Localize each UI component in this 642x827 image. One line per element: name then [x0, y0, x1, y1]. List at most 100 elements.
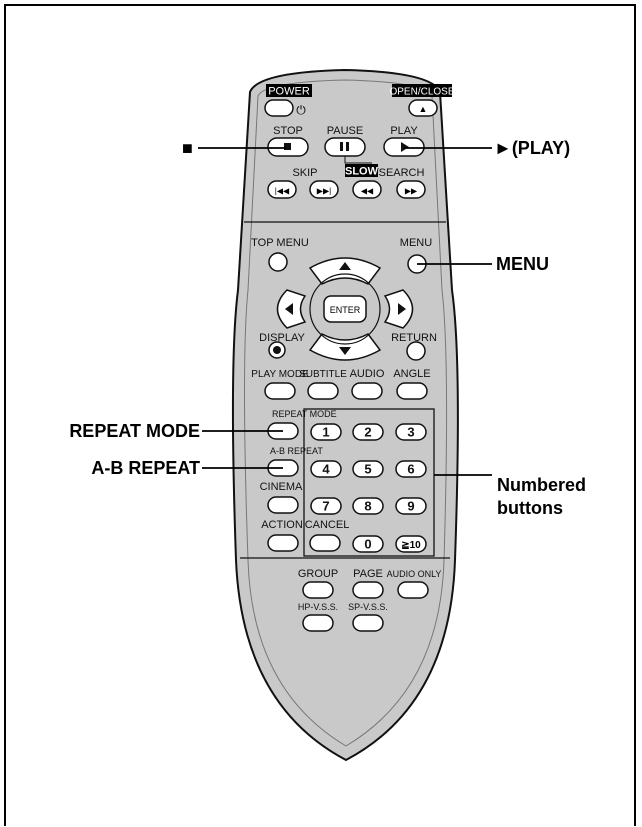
digit-1-button[interactable]: [310, 423, 342, 441]
sp-vss-label: SP-V.S.S.: [348, 602, 388, 612]
search-back-button[interactable]: [352, 180, 382, 199]
skip-label: SKIP: [292, 167, 317, 179]
open-close-label: OPEN/CLOSE: [389, 87, 454, 98]
digit-2-label: 2: [364, 425, 371, 440]
remote-inner-panel: [244, 79, 448, 747]
skip-forward-button[interactable]: [309, 180, 339, 199]
stop-label: STOP: [273, 125, 303, 137]
skip-back-button[interactable]: [267, 180, 297, 199]
digit-6-label: 6: [407, 462, 414, 477]
stop-callout: ■: [182, 138, 193, 158]
menu-label: MENU: [400, 237, 432, 249]
power-button[interactable]: [264, 99, 294, 117]
top-menu-label: TOP MENU: [251, 237, 309, 249]
ab-repeat-callout: A-B REPEAT: [91, 458, 200, 478]
power-label-bg: [266, 84, 312, 97]
pause-button[interactable]: [324, 137, 366, 157]
digit-5-label: 5: [364, 462, 371, 477]
cinema-button[interactable]: [267, 496, 299, 514]
digit-3-label: 3: [407, 425, 414, 440]
play-mode-button[interactable]: [264, 382, 296, 400]
dpad-up-button[interactable]: [308, 257, 382, 285]
digit-8-button[interactable]: [352, 497, 384, 515]
page-button[interactable]: [352, 581, 384, 599]
page-frame: [4, 4, 636, 826]
power-label: POWER: [268, 86, 310, 98]
cancel-button[interactable]: [309, 534, 341, 552]
dpad-ring: [309, 273, 381, 345]
pause-icon: [340, 142, 343, 151]
digit-2-button[interactable]: [352, 423, 384, 441]
digit-4-label: 4: [322, 462, 330, 477]
return-button[interactable]: [406, 341, 426, 361]
arrow-down-icon: [339, 347, 351, 355]
digit-8-label: 8: [364, 499, 371, 514]
slow-label: SLOW: [345, 166, 379, 178]
arrow-up-icon: [339, 262, 351, 270]
audio-only-label: AUDIO ONLY: [387, 569, 442, 579]
numbered-callout-line1: Numbered: [497, 475, 586, 495]
angle-label: ANGLE: [393, 368, 430, 380]
hp-vss-button[interactable]: [302, 614, 334, 632]
action-button[interactable]: [267, 534, 299, 552]
search-label: /SEARCH: [376, 167, 425, 179]
slow-label-bg: [345, 164, 378, 177]
digit-3-button[interactable]: [395, 423, 427, 441]
digit-0-label: 0: [364, 537, 371, 552]
digit-9-button[interactable]: [395, 497, 427, 515]
action-label: ACTION: [261, 519, 303, 531]
rewind-icon: ◀◀: [361, 187, 374, 196]
open-close-button[interactable]: [408, 99, 438, 117]
subtitle-label: SUBTITLE: [299, 369, 347, 380]
digit-5-button[interactable]: [352, 460, 384, 478]
group-button[interactable]: [302, 581, 334, 599]
arrow-left-icon: [285, 303, 293, 315]
play-mode-label: PLAY MODE: [251, 369, 309, 380]
repeat-mode-callout: REPEAT MODE: [69, 421, 200, 441]
play-label: PLAY: [390, 125, 418, 137]
audio-only-button[interactable]: [397, 581, 429, 599]
digit-0-button[interactable]: [352, 535, 384, 553]
digit-1-label: 1: [322, 425, 329, 440]
skip-forward-icon: ▶▶|: [317, 187, 331, 196]
return-label: RETURN: [391, 332, 437, 344]
digit-10-plus-button[interactable]: [395, 535, 427, 553]
ab-repeat-label: A-B REPEAT: [270, 446, 323, 456]
enter-button[interactable]: [323, 295, 367, 323]
display-dot-icon: [273, 346, 281, 354]
digit-9-label: 9: [407, 499, 414, 514]
group-label: GROUP: [298, 568, 338, 580]
sp-vss-button[interactable]: [352, 614, 384, 632]
digit-10-plus-label: ≧10: [401, 540, 421, 551]
repeat-mode-label: REPEAT MODE: [272, 409, 337, 419]
digit-6-button[interactable]: [395, 460, 427, 478]
page-label: PAGE: [353, 568, 383, 580]
digit-4-button[interactable]: [310, 460, 342, 478]
top-menu-button[interactable]: [268, 252, 288, 272]
fast-forward-icon: ▶▶: [405, 187, 418, 196]
pause-label: PAUSE: [327, 125, 363, 137]
search-forward-button[interactable]: [396, 180, 426, 199]
skip-back-icon: |◀◀: [275, 187, 290, 196]
numbered-buttons-box: [303, 408, 435, 557]
eject-icon: ▲: [419, 104, 428, 114]
angle-button[interactable]: [396, 382, 428, 400]
numbered-callout-line2: buttons: [497, 498, 563, 518]
cinema-label: CINEMA: [260, 481, 303, 493]
hp-vss-label: HP-V.S.S.: [298, 602, 338, 612]
audio-button[interactable]: [351, 382, 383, 400]
dpad-down-button[interactable]: [308, 333, 382, 361]
arrow-right-icon: [398, 303, 406, 315]
digit-7-label: 7: [322, 499, 329, 514]
open-close-label-bg: [392, 84, 452, 97]
subtitle-button[interactable]: [307, 382, 339, 400]
stop-icon: [284, 143, 291, 150]
menu-callout: MENU: [496, 254, 549, 274]
digit-7-button[interactable]: [310, 497, 342, 515]
power-icon: ⏻: [296, 103, 306, 117]
play-icon: [401, 142, 409, 152]
display-label: DISPLAY: [259, 332, 305, 344]
cancel-label: CANCEL: [305, 519, 350, 531]
play-callout: ►(PLAY): [494, 138, 570, 158]
